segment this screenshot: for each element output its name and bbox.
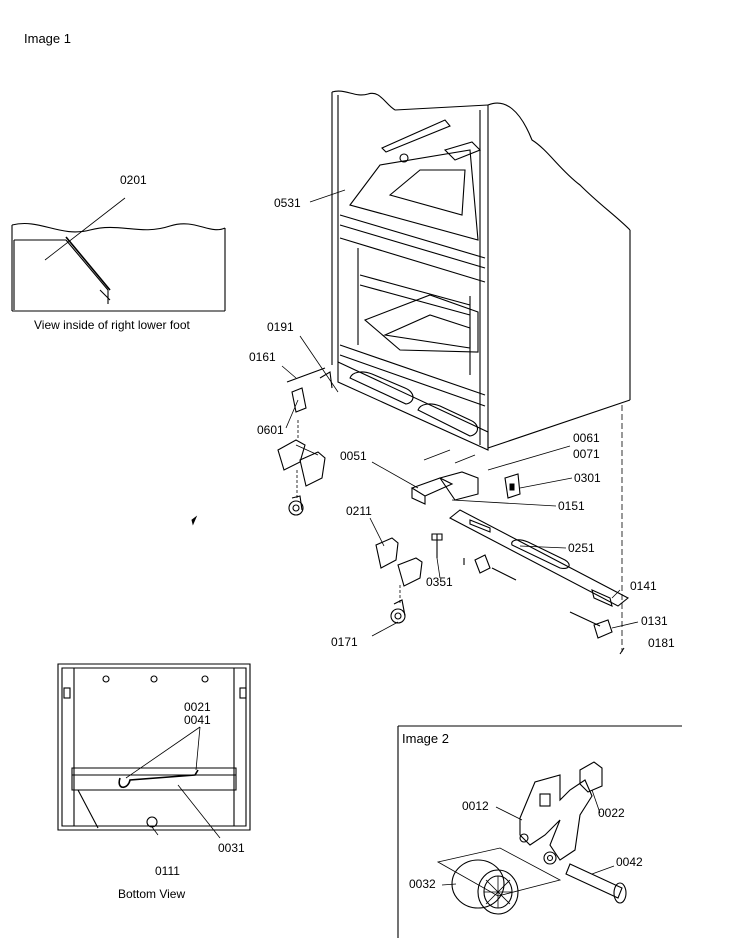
front-leg-parts [319, 371, 630, 655]
callout-0051: 0051 [340, 449, 367, 463]
image1-title: Image 1 [24, 31, 71, 46]
foot-inset-caption: View inside of right lower foot [34, 318, 190, 332]
bottom-view-caption: Bottom View [118, 887, 186, 901]
callout-0191: 0191 [267, 320, 294, 334]
callout-0151: 0151 [558, 499, 585, 513]
callout-0141: 0141 [630, 579, 657, 593]
callout-0301: 0301 [574, 471, 601, 485]
callout-0021: 0021 [184, 700, 211, 714]
callout-0061: 0061 [573, 431, 600, 445]
callout-0032: 0032 [409, 877, 436, 891]
callout-0042: 0042 [616, 855, 643, 869]
callout-0022: 0022 [598, 806, 625, 820]
callout-0251: 0251 [568, 541, 595, 555]
foot-inset-drawing [11, 197, 226, 312]
callout-0041: 0041 [184, 713, 211, 727]
callout-0531: 0531 [274, 196, 301, 210]
left-leg-parts [191, 367, 326, 526]
callout-0211: 0211 [346, 504, 372, 518]
callout-0601: 0601 [257, 423, 284, 437]
callout-0012: 0012 [462, 799, 489, 813]
callout-0181: 0181 [648, 636, 675, 650]
image2-drawing [397, 725, 682, 938]
bottom-view-drawing [57, 663, 251, 839]
callout-0351: 0351 [426, 575, 453, 589]
cabinet-drawing [331, 90, 631, 652]
callout-0131: 0131 [641, 614, 668, 628]
callout-0031: 0031 [218, 841, 245, 855]
image2-title: Image 2 [402, 731, 449, 746]
callout-0071: 0071 [573, 447, 600, 461]
callout-0171: 0171 [331, 635, 358, 649]
callout-0201: 0201 [120, 173, 147, 187]
callout-0111: 0111 [155, 864, 180, 878]
leader-lines [281, 189, 639, 637]
callout-0161: 0161 [249, 350, 276, 364]
